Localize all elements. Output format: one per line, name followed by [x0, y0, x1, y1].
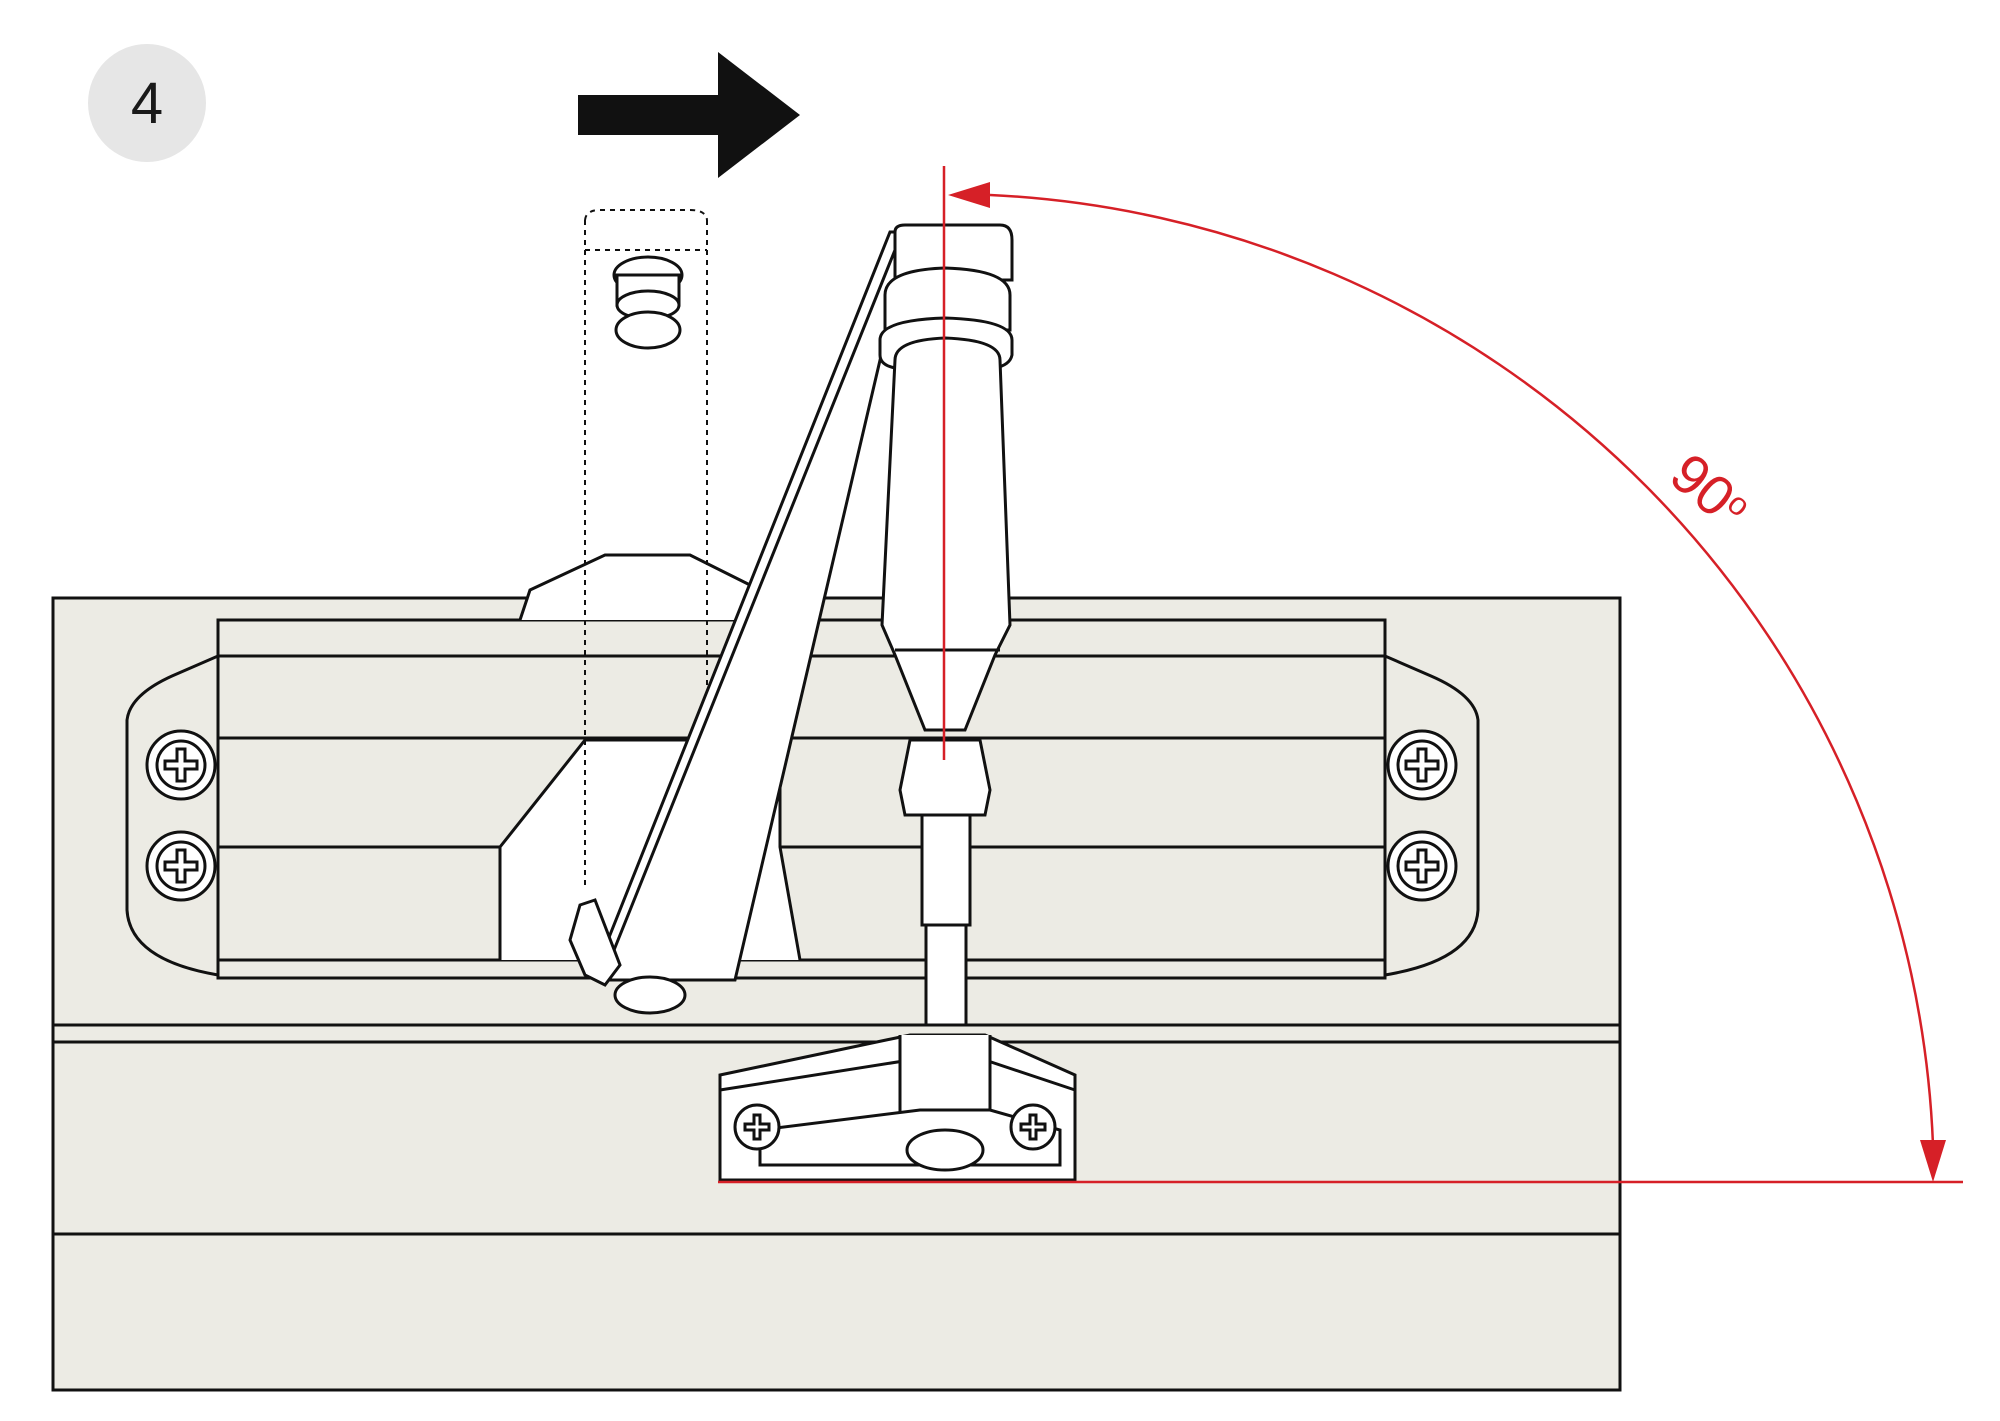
arm-bracket: [718, 1033, 1077, 1182]
ghost-pivot-cap: [612, 255, 684, 350]
main-arm: [568, 230, 912, 1015]
body-screws: [145, 729, 1458, 902]
direction-arrow-icon: [578, 52, 800, 178]
screw-icon: [145, 729, 217, 801]
step-number-badge: 4: [88, 44, 206, 162]
screw-icon: [1386, 729, 1458, 801]
screw-icon: [1009, 1103, 1057, 1151]
screw-icon: [1386, 830, 1458, 902]
vertical-arm: [878, 223, 1014, 1027]
arrowhead-top-icon: [948, 182, 990, 208]
angle-arrowheads: [948, 182, 1946, 1182]
screw-icon: [145, 830, 217, 902]
step-number: 4: [130, 70, 164, 136]
arrowhead-bottom-icon: [1920, 1140, 1946, 1182]
screw-icon: [733, 1103, 781, 1151]
ghost-arm: [584, 209, 708, 890]
angle-indicator: [718, 166, 1963, 1184]
